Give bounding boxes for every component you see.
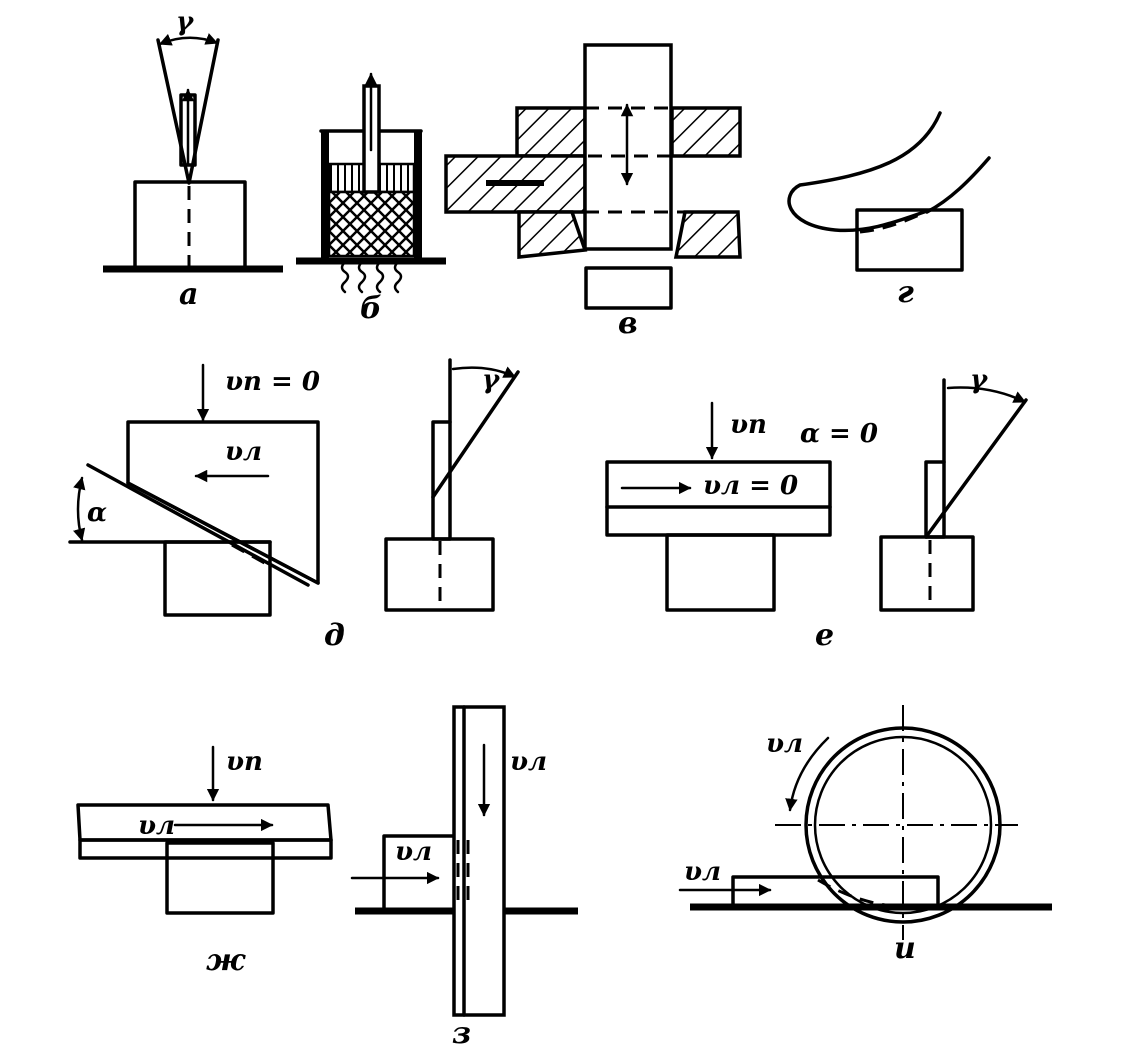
scheme-d-vl: υл [225, 437, 262, 467]
scheme-g-tool-curve [787, 111, 942, 233]
scheme-i-workpiece [731, 875, 940, 909]
scheme-zh: υп υл ж [76, 745, 333, 978]
scheme-b-outflow-coils [340, 260, 403, 294]
scheme-g-tool-tail [925, 156, 991, 214]
scheme-v-blank [584, 266, 673, 310]
scheme-a-jet-cone [156, 38, 220, 185]
scheme-b: б [296, 72, 446, 326]
scheme-d-side-tool [431, 420, 452, 541]
scheme-g: г [787, 111, 991, 310]
scheme-e-side-workpiece [879, 535, 975, 612]
scheme-i-contact-hidden [817, 878, 906, 909]
scheme-zh-vn: υп [226, 747, 263, 777]
scheme-v-die-bottom-right [673, 210, 742, 259]
scheme-a-gamma: γ [176, 7, 195, 37]
scheme-zh-vl: υл [138, 811, 175, 841]
scheme-zh-caption: ж [206, 943, 246, 978]
scheme-zh-workpiece [165, 841, 275, 915]
scheme-d-tool-edge [126, 481, 320, 585]
scheme-v: в [444, 43, 742, 341]
scheme-v-die-top-left [515, 106, 587, 158]
scheme-a: γ а [103, 7, 283, 312]
scheme-e-alpha-zero: α = 0 [800, 419, 878, 449]
scheme-e-workpiece [665, 533, 776, 612]
scheme-d-gamma: γ [482, 365, 501, 395]
scheme-i-wheel-inner [813, 735, 993, 915]
scheme-zh-tool-lower [78, 838, 333, 860]
scheme-d-gamma-arc [451, 366, 517, 379]
scheme-b-abrasive-media [327, 190, 416, 258]
scheme-d: υп = 0 υл α γ д [68, 358, 520, 653]
scheme-i-vl-horizontal: υл [684, 857, 721, 887]
scheme-d-caption: д [324, 618, 345, 653]
scheme-g-hidden-edge [859, 210, 927, 234]
scheme-e-gamma: γ [970, 365, 989, 395]
scheme-v-die-bottom-left [517, 210, 588, 259]
scheme-a-angle-arc [158, 33, 219, 46]
scheme-z-caption: з [452, 1016, 471, 1045]
scheme-d-side-edge [431, 370, 520, 499]
scheme-zh-tool [76, 803, 333, 842]
scheme-z: υл υл з [350, 705, 578, 1045]
scheme-b-wall-right [414, 130, 422, 258]
scheme-i-caption: и [894, 931, 916, 966]
scheme-z-vl-horizontal: υл [395, 837, 432, 867]
scheme-e-vl-zero: υл = 0 [703, 471, 798, 501]
scheme-z-belt [452, 705, 506, 1017]
scheme-a-caption: а [179, 277, 198, 312]
scheme-e-side-edge [924, 398, 1028, 539]
scheme-e-caption: е [815, 618, 834, 653]
scheme-d-hidden-cut [231, 543, 271, 568]
scheme-v-caption: в [618, 306, 638, 341]
scheme-d-alpha-arc [73, 476, 86, 542]
scheme-z-vl-vertical: υл [510, 747, 547, 777]
scheme-d-vn-zero: υп = 0 [225, 367, 320, 397]
scheme-v-die-top-right [670, 106, 742, 158]
scheme-e: υп α = 0 υл = 0 γ е [605, 365, 1028, 653]
scheme-v-feed-slot [486, 180, 544, 186]
scheme-e-gamma-arc [946, 386, 1027, 404]
scheme-i-vl-arc: υл [766, 729, 803, 759]
scheme-g-caption: г [897, 275, 914, 310]
scheme-b-caption: б [360, 291, 382, 326]
scheme-e-vn: υп [730, 410, 767, 440]
scheme-b-wall-left [321, 130, 329, 258]
scheme-d-workpiece [163, 540, 272, 617]
scheme-d-alpha: α [87, 498, 107, 528]
scheme-e-side-tool [924, 460, 946, 539]
scheme-d-cut-plane [86, 463, 310, 587]
scheme-g-workpiece [855, 208, 964, 272]
scheme-i-rotation-arrow [785, 736, 830, 812]
scheme-i: υл υл и [678, 705, 1052, 966]
